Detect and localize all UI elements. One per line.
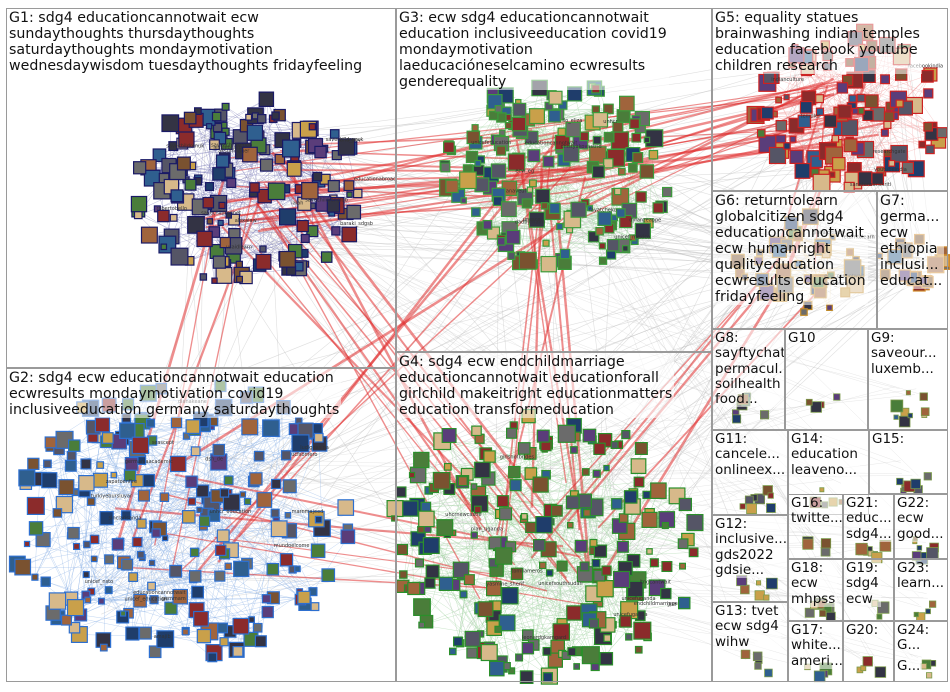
group-box-g13: G13: tvet ecw sdg4 wihw (712, 602, 788, 682)
group-label-g1: G1: sdg4 educationcannotwait ecw sundayt… (7, 9, 364, 74)
group-box-g10: G10 (785, 329, 868, 430)
group-box-g7: G7: germa... ecw ethiopia inclusi... edu… (877, 191, 948, 329)
group-box-g1: G1: sdg4 educationcannotwait ecw sundayt… (6, 8, 396, 368)
group-label-g22: G22: ecw good... (895, 495, 946, 542)
group-label-g18: G18: ecw mhpss (789, 560, 837, 607)
group-label-g25: G... (895, 658, 922, 674)
group-box-g6: G6: returntolearn globalcitizen sdg4 edu… (712, 191, 877, 329)
group-box-g16: G16: twitte... (788, 494, 843, 559)
group-label-g9: G9: saveour... luxemb... (869, 330, 939, 377)
group-box-g2: G2: sdg4 ecw educationcannotwait educati… (6, 368, 396, 682)
group-box-g22: G22: ecw good... (894, 494, 948, 559)
group-label-g2: G2: sdg4 ecw educationcannotwait educati… (7, 369, 341, 418)
group-label-g15: G15: (870, 431, 906, 447)
group-box-g5: G5: equality statues brainwashing indian… (712, 8, 948, 191)
group-label-g7: G7: germa... ecw ethiopia inclusi... edu… (878, 192, 944, 289)
group-box-g21: G21: educ... sdg4... (843, 494, 894, 559)
group-box-g12: G12: inclusive... gds2022 gdsie... (712, 515, 788, 602)
group-label-g11: G11: cancele... onlineex... (713, 431, 787, 478)
group-box-g3: G3: ecw sdg4 educationcannotwait educati… (396, 8, 712, 352)
group-label-g6: G6: returntolearn globalcitizen sdg4 edu… (713, 192, 868, 305)
group-box-g8: G8: sayftychat permacul... soilhealth fo… (712, 329, 785, 430)
group-label-g12: G12: inclusive... gds2022 gdsie... (713, 516, 788, 578)
group-box-g15: G15: (869, 430, 948, 494)
group-box-g17: G17: white... ameri... (788, 621, 843, 682)
group-label-g20: G20: (844, 622, 880, 638)
group-label-g16: G16: twitte... (789, 495, 843, 527)
group-label-g4: G4: sdg4 ecw endchildmarriage educationc… (397, 353, 674, 418)
group-box-g18: G18: ecw mhpss (788, 559, 843, 621)
group-label-g23: G23: learn... (895, 560, 946, 592)
group-label-g17: G17: white... ameri... (789, 622, 843, 669)
group-box-g23: G23: learn... (894, 559, 948, 621)
group-box-g24: G24: G... G... (894, 621, 948, 682)
group-box-g4: G4: sdg4 ecw endchildmarriage educationc… (396, 352, 712, 682)
group-label-g3: G3: ecw sdg4 educationcannotwait educati… (397, 9, 669, 90)
group-label-g24: G24: G... (895, 622, 931, 654)
group-box-g9: G9: saveour... luxemb... (868, 329, 948, 430)
group-label-g8: G8: sayftychat permacul... soilhealth fo… (713, 330, 785, 407)
group-label-g19: G19: sdg4 ecw (844, 560, 881, 607)
group-box-g19: G19: sdg4 ecw (843, 559, 894, 621)
group-box-g11: G11: cancele... onlineex... (712, 430, 788, 515)
group-box-g20: G20: (843, 621, 894, 682)
group-label-g21: G21: educ... sdg4... (844, 495, 894, 542)
group-label-g13: G13: tvet ecw sdg4 wihw (713, 603, 781, 650)
group-label-g14: G14: education leaveno... (789, 431, 860, 478)
group-label-g10: G10 (786, 330, 818, 346)
group-label-g5: G5: equality statues brainwashing indian… (713, 9, 922, 74)
